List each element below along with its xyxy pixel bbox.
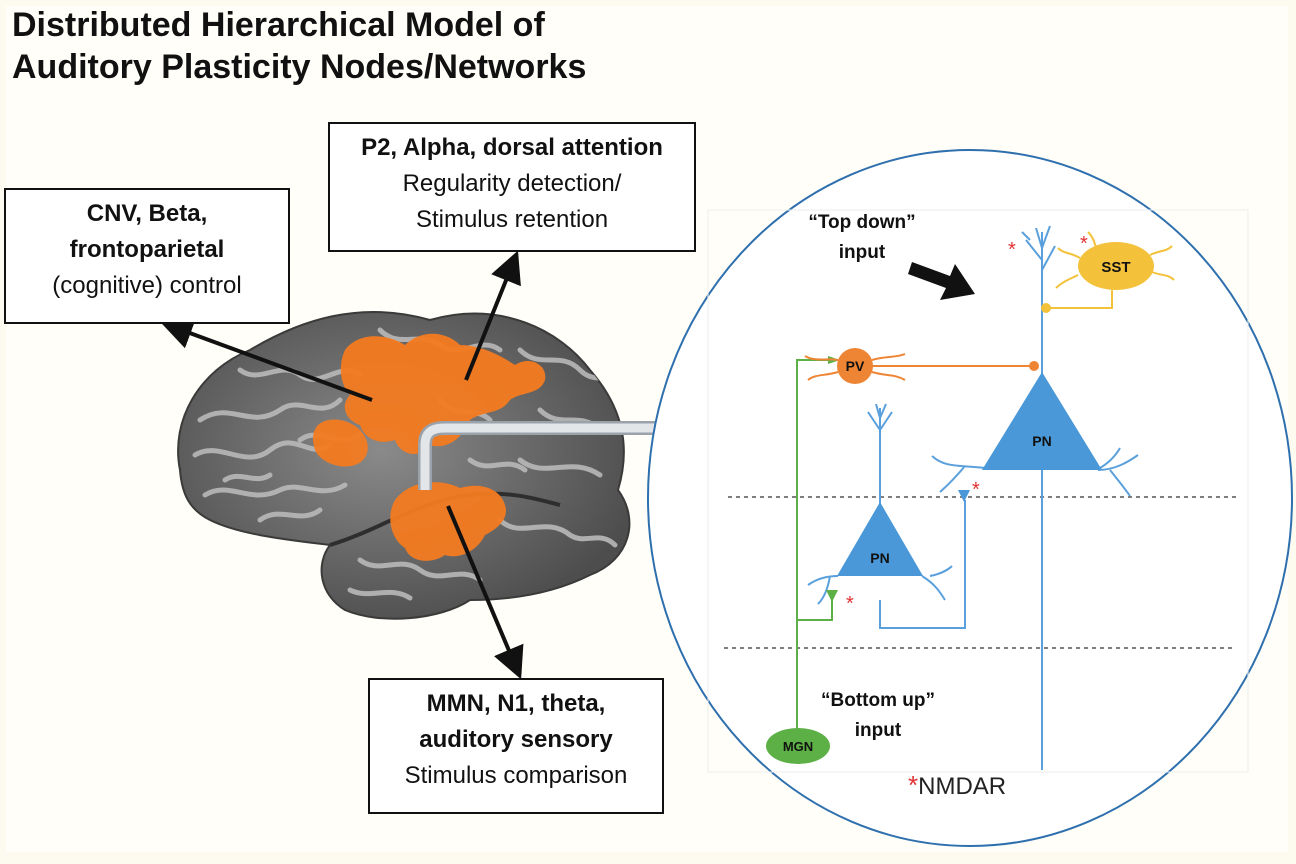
nmdar-legend-star: * — [908, 770, 919, 800]
nmdar-star-upper-pn-basal: * — [972, 479, 980, 501]
pn-upper-label: PN — [1032, 433, 1051, 449]
nmdar-legend-text: NMDAR — [918, 773, 1007, 800]
arrow-to-p2 — [464, 250, 521, 381]
bottom-up-label-line-1: “Bottom up” — [821, 690, 935, 711]
upper-pn-dendrites — [879, 225, 1139, 770]
box-p2-line-1: Regularity detection/ — [402, 170, 622, 197]
brain-activation — [313, 333, 546, 561]
title-line-1: Distributed Hierarchical Model of — [12, 6, 545, 44]
circuit-inset-frame — [707, 209, 1249, 773]
box-mmn-line: Stimulus comparison — [404, 762, 628, 789]
box-p2-alpha: P2, Alpha, dorsal attention Regularity d… — [328, 122, 696, 252]
brain-arrows — [160, 250, 524, 680]
box-p2-bold: P2, Alpha, dorsal attention — [361, 134, 663, 161]
top-down-arrow-icon — [908, 262, 975, 300]
arrow-to-mmn — [446, 505, 524, 680]
nmdar-star-lower-pn: * — [846, 593, 854, 615]
brain-illustration — [177, 310, 701, 620]
pn-upper-soma — [982, 372, 1102, 470]
synapse-lower-to-upper-pn — [958, 490, 970, 502]
box-mmn-bold-1: MMN, N1, theta, — [426, 690, 606, 717]
pn-lower-label: PN — [870, 550, 889, 566]
box-mmn-bold-2: auditory sensory — [419, 726, 613, 753]
sst-node — [1078, 242, 1154, 290]
figure-title: Distributed Hierarchical Model of Audito… — [12, 4, 732, 88]
nmdar-star-sst: * — [1080, 233, 1088, 255]
title-line-2: Auditory Plasticity Nodes/Networks — [12, 48, 587, 86]
sst-dendrites — [1048, 231, 1175, 309]
box-p2-line-2: Stimulus retention — [415, 206, 609, 233]
mgn-label: MGN — [783, 739, 813, 754]
synapse-sst-to-pn — [1041, 303, 1051, 313]
box-cnv-bold-1: CNV, Beta, — [86, 200, 208, 227]
sst-label: SST — [1101, 259, 1130, 276]
pv-node — [837, 348, 873, 384]
box-mmn-n1: MMN, N1, theta, auditory sensory Stimulu… — [368, 678, 664, 814]
circuit-ellipse — [647, 149, 1293, 847]
box-cnv-beta: CNV, Beta, frontoparietal (cognitive) co… — [4, 188, 290, 324]
mgn-node — [766, 728, 830, 764]
top-down-label-line-1: “Top down” — [808, 212, 915, 233]
box-cnv-line: (cognitive) control — [52, 272, 242, 299]
pv-dendrites — [804, 353, 1032, 381]
bottom-up-label-line-2: input — [855, 720, 902, 741]
pv-label: PV — [846, 358, 865, 374]
arrow-to-cnv — [160, 318, 373, 402]
top-down-label-line-2: input — [839, 242, 886, 263]
synapse-mgn-to-pn — [826, 590, 838, 602]
synapse-pv-to-pn — [1029, 361, 1039, 371]
lower-pn-dendrites — [807, 403, 953, 605]
nmdar-star-apical: * — [1008, 239, 1016, 261]
pn-lower-soma — [837, 502, 923, 576]
nmdar-legend: *NMDAR — [908, 770, 1006, 801]
box-cnv-bold-2: frontoparietal — [69, 236, 225, 263]
